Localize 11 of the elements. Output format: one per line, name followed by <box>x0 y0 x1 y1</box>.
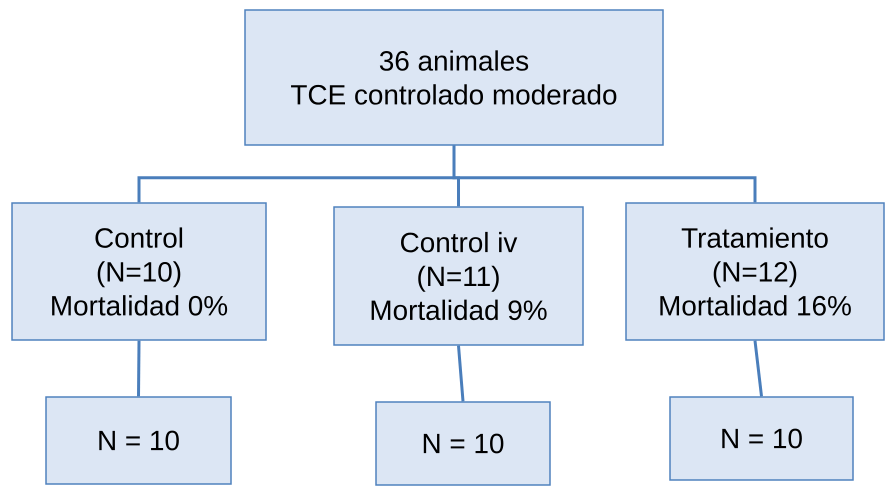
connector-line <box>452 146 756 202</box>
result-box: N = 10 <box>669 396 854 481</box>
connector-line <box>457 346 464 402</box>
result-box: N = 10 <box>45 396 232 485</box>
connector-line <box>754 340 763 396</box>
connector-line <box>137 340 140 396</box>
group-box: Control (N=10) Mortalidad 0% <box>11 202 267 341</box>
group-box: Tratamiento (N=12) Mortalidad 16% <box>625 202 885 341</box>
group-box: Control iv (N=11) Mortalidad 9% <box>333 206 584 346</box>
result-box: N = 10 <box>375 401 551 486</box>
root-box: 36 animales TCE controlado moderado <box>244 9 664 146</box>
